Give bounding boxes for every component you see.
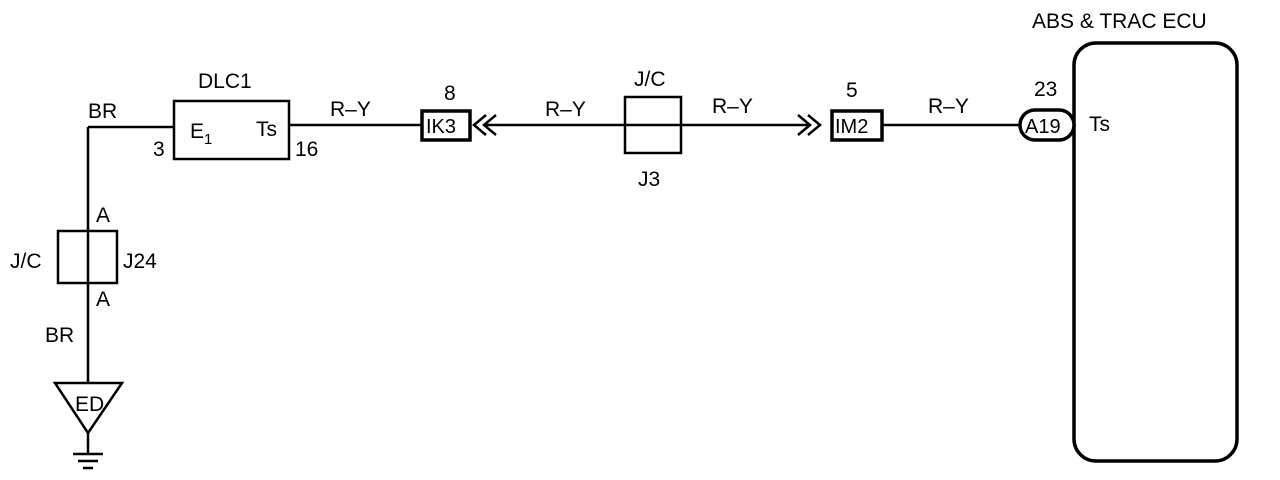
j24-type: J/C — [10, 250, 42, 273]
im2-arrow-icon — [807, 114, 822, 136]
im2-connector — [830, 109, 884, 142]
ik3-arrow-icon — [482, 114, 497, 136]
j24-pin-top: A — [96, 204, 110, 227]
j24-name: J24 — [123, 250, 157, 273]
ik3-arrow-icon — [472, 114, 487, 136]
wire-color-label: R–Y — [928, 95, 969, 118]
ik3-pin: 8 — [444, 82, 456, 105]
a19-label: A19 — [1025, 116, 1061, 138]
dlc1-pin-ts: 16 — [295, 138, 318, 161]
ecu-terminal-label: Ts — [1089, 113, 1110, 136]
dlc1-terminal-ts: Ts — [256, 118, 277, 141]
im2-pin: 5 — [846, 79, 858, 102]
ecu-pin-number: 23 — [1034, 78, 1057, 101]
im2-arrow-icon — [797, 114, 812, 136]
j24-pin-bottom: A — [96, 288, 110, 311]
im2-label: IM2 — [835, 116, 868, 138]
dlc1-name: DLC1 — [198, 70, 252, 93]
j3-type: J/C — [634, 68, 666, 91]
wire-color-label: BR — [88, 100, 117, 123]
ik3-connector — [420, 109, 472, 142]
dlc1-connector — [172, 99, 291, 161]
wire-color-label: BR — [45, 324, 74, 347]
a19-connector — [1018, 108, 1076, 142]
wire-color-label: R–Y — [330, 98, 371, 121]
ground-symbol-icon — [73, 452, 103, 470]
ecu-body — [1072, 41, 1239, 463]
ground-point-label: ED — [75, 393, 104, 416]
wire-color-label: R–Y — [545, 98, 586, 121]
wire-color-label: R–Y — [712, 95, 753, 118]
dlc1-terminal-e1: E1 — [190, 120, 212, 148]
ik3-label: IK3 — [426, 116, 456, 138]
ecu-title: ABS & TRAC ECU — [1032, 10, 1207, 33]
ground-point-triangle — [52, 381, 125, 436]
j3-name: J3 — [638, 168, 660, 191]
dlc1-pin-e1: 3 — [153, 138, 165, 161]
